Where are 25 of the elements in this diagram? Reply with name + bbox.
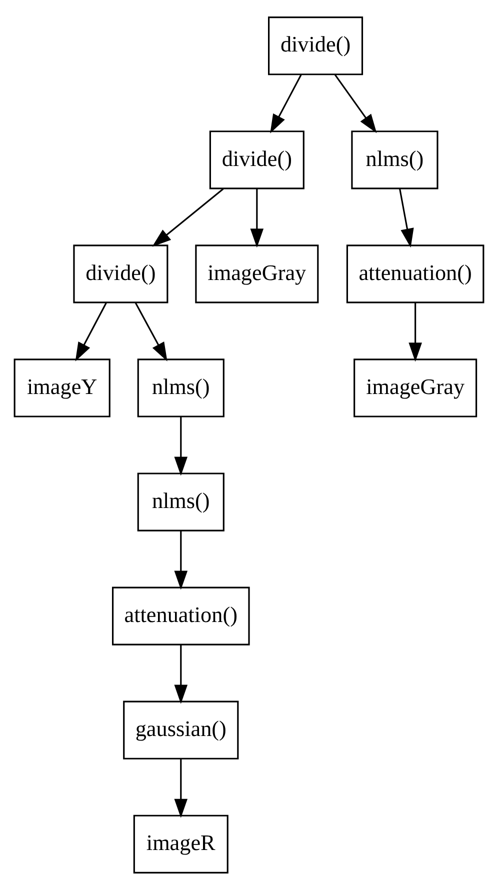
arrow [134, 302, 168, 362]
node-box: imageY [14, 358, 110, 418]
arrow [174, 416, 188, 476]
node-box: divide() [209, 130, 304, 190]
node-box: attenuation() [346, 244, 484, 304]
arrow [334, 74, 377, 134]
arrow [399, 188, 414, 248]
arrow [174, 759, 188, 818]
node-box: attenuation() [112, 586, 250, 646]
arrow [174, 531, 188, 590]
node-box: imageGray [195, 244, 319, 304]
node-box: nlms() [351, 130, 438, 190]
node-box: gaussian() [123, 700, 239, 760]
arrow [250, 188, 264, 248]
node-box: nlms() [137, 358, 224, 418]
arrow [152, 188, 224, 247]
node-box: nlms() [137, 472, 224, 532]
node-box: imageGray [354, 358, 478, 418]
arrow [174, 645, 188, 704]
arrow [270, 74, 302, 134]
node-box: divide() [73, 244, 168, 304]
node-box: divide() [268, 16, 364, 76]
arrow [75, 302, 107, 362]
node-box: imageR [133, 814, 228, 874]
arrow [408, 302, 422, 362]
